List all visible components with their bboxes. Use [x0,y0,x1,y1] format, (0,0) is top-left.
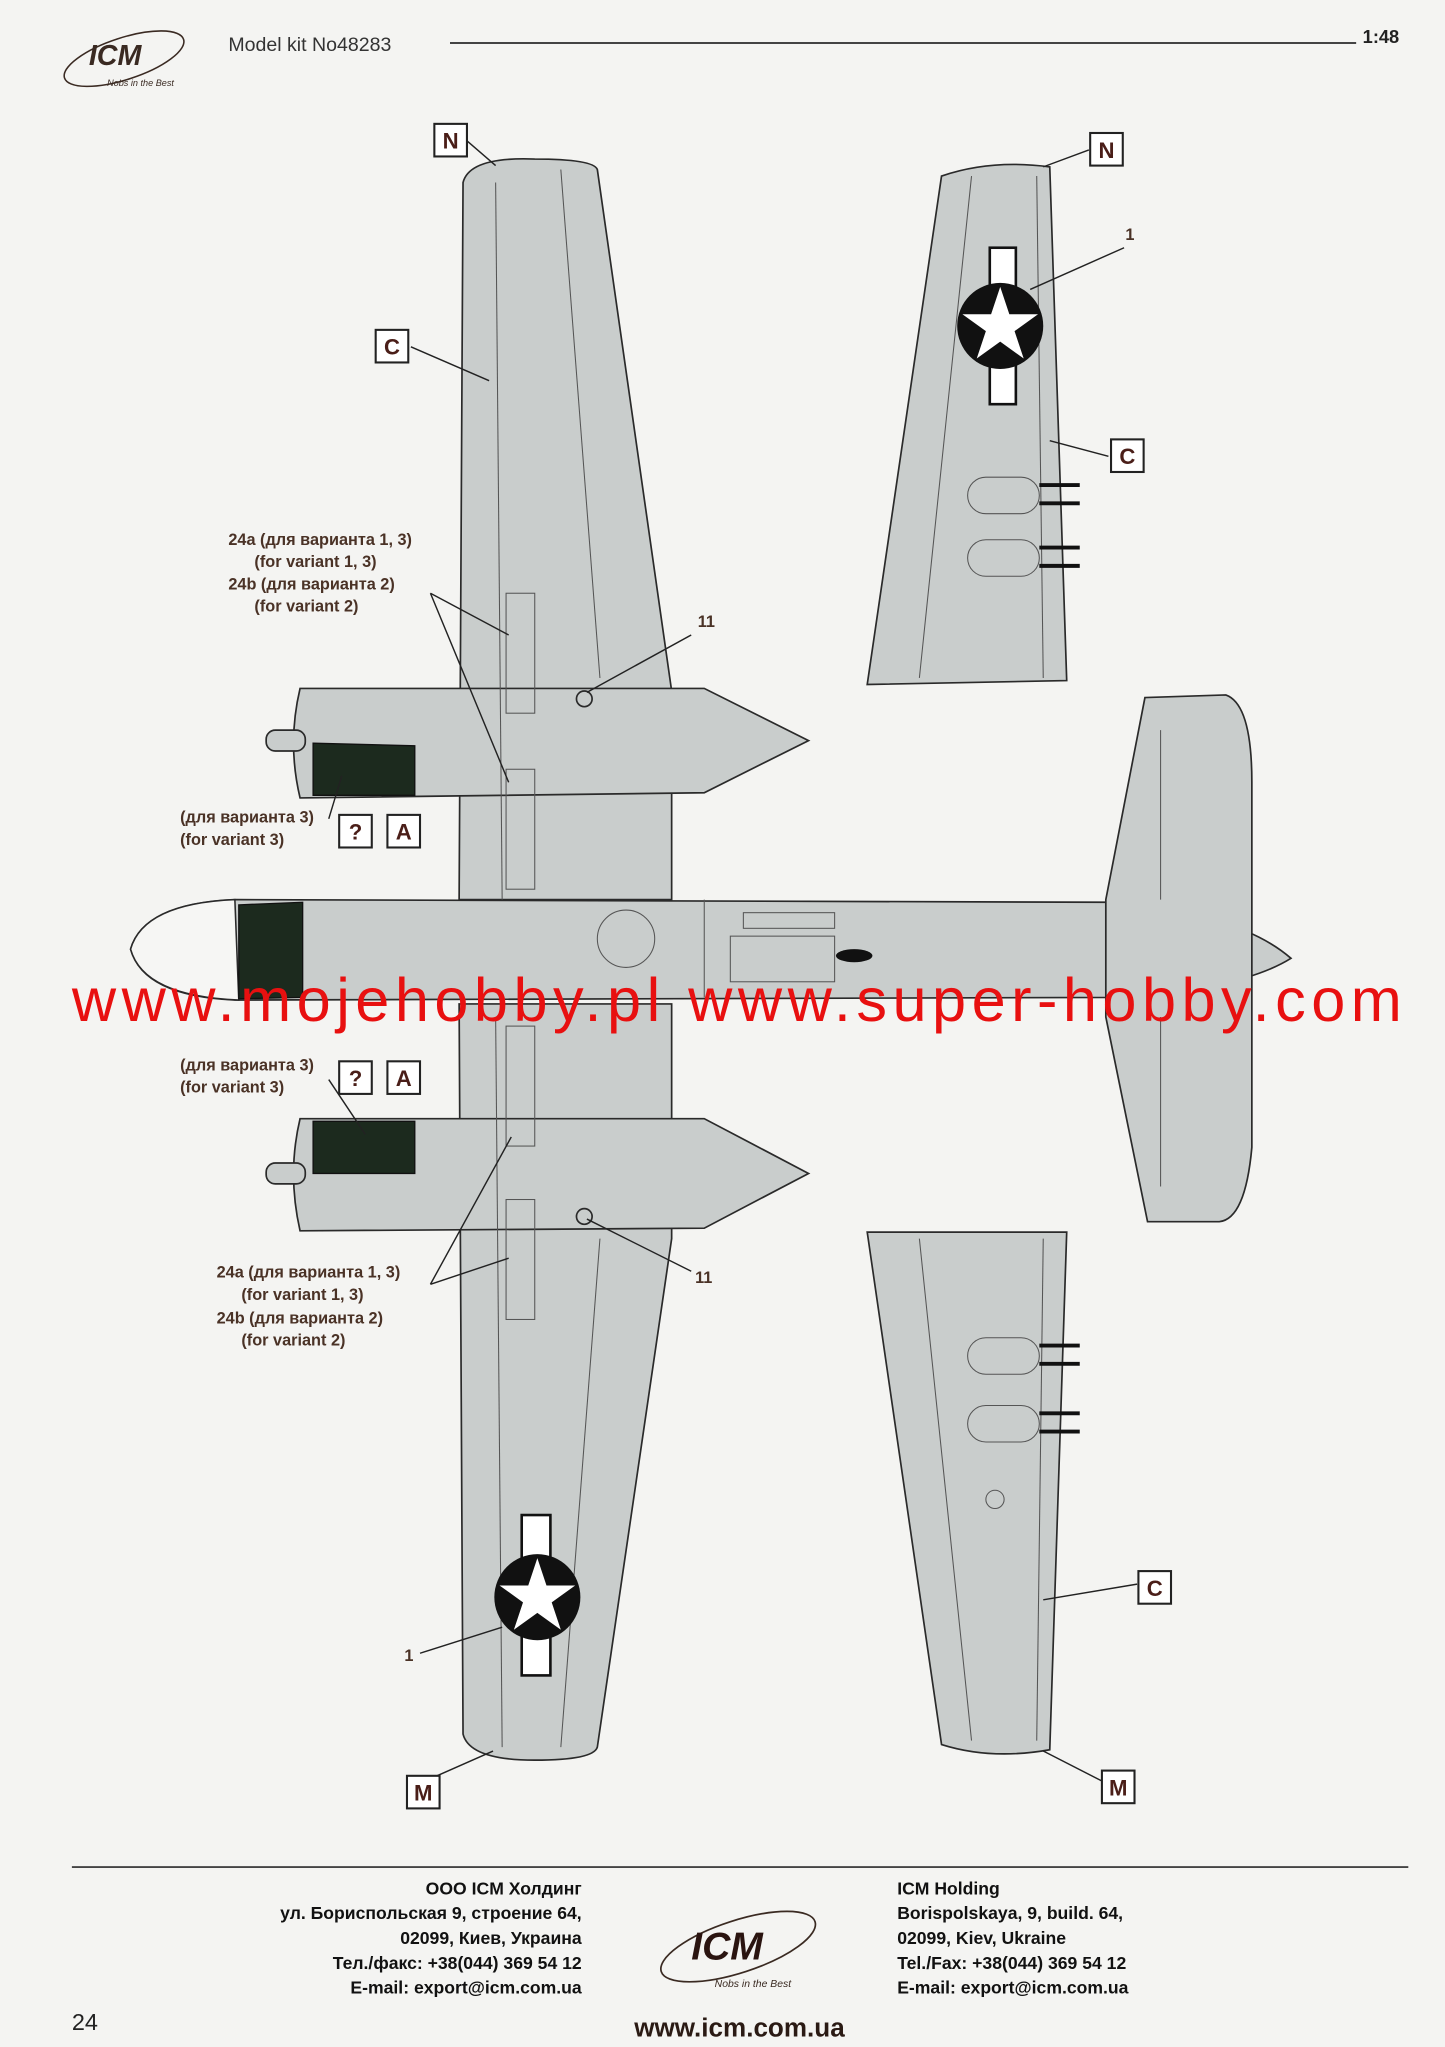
horizontal-tail [1104,694,1253,1223]
svg-text:A: A [396,1066,412,1091]
outer-wing-lower-panel [866,1231,1080,1755]
footer-address-ru: ООО ICM Холдинг ул. Бориспольская 9, стр… [280,1878,582,1997]
decal-24-note-top: 24a (для варианта 1, 3) (for variant 1, … [228,531,412,615]
leader-lines [328,140,1138,1782]
svg-text:(for variant 1, 3): (for variant 1, 3) [254,553,376,571]
outer-wing-upper-panel [866,163,1080,686]
svg-text:24b (для варианта 2): 24b (для варианта 2) [228,575,394,593]
star-roundel-upper [957,246,1044,406]
upper-spinner [265,729,307,752]
svg-text:ул. Бориспольская 9, строение: ул. Бориспольская 9, строение 64, [280,1903,582,1923]
svg-text:A: A [396,820,412,845]
svg-text:C: C [1147,1576,1163,1601]
svg-text:E-mail: export@icm.com.ua: E-mail: export@icm.com.ua [897,1978,1128,1998]
svg-text:ICM Holding: ICM Holding [897,1878,1000,1898]
svg-text:Nobs in the Best: Nobs in the Best [107,78,174,88]
svg-text:?: ? [349,820,363,845]
svg-text:ООО ICM Холдинг: ООО ICM Холдинг [426,1878,582,1898]
svg-text:Borispolskaya, 9, build. 64,: Borispolskaya, 9, build. 64, [897,1903,1123,1923]
decal-11-label-bottom: 11 [695,1269,712,1287]
decal-24-note-bottom: 24a (для варианта 1, 3) (for variant 1, … [217,1264,401,1350]
svg-text:M: M [1109,1775,1127,1800]
lower-cowl-panel [312,1120,416,1175]
svg-text:(for variant 1, 3): (for variant 1, 3) [241,1286,363,1304]
lower-nacelle [292,1117,811,1232]
svg-text:M: M [414,1781,432,1806]
callout-N-left: N [433,122,468,158]
upper-nacelle [292,687,811,799]
svg-text:(для варианта 3): (для варианта 3) [180,809,314,827]
callout-N-right: N [1089,131,1124,167]
svg-text:E-mail: export@icm.com.ua: E-mail: export@icm.com.ua [350,1978,581,1998]
callout-C-left: C [374,328,410,364]
upper-cowl-panel [312,742,416,796]
lower-spinner [265,1162,307,1185]
svg-text:02099, Kiev, Ukraine: 02099, Kiev, Ukraine [897,1928,1066,1948]
svg-text:(для варианта 3): (для варианта 3) [180,1056,314,1074]
svg-text:02099, Киев, Украина: 02099, Киев, Украина [400,1928,582,1948]
decal-11-label-top: 11 [698,613,715,631]
svg-text:ICM: ICM [89,40,143,72]
svg-text:N: N [443,129,459,154]
svg-text:C: C [384,335,400,360]
icm-logo-footer: ICM Nobs in the Best [659,1910,817,1990]
lower-wing [458,1003,673,1762]
model-kit-number: Model kit No48283 [228,34,391,56]
svg-text:24b (для варианта 2): 24b (для варианта 2) [217,1309,383,1327]
aircraft-underside-view [129,157,1293,1762]
svg-text:Nobs in the Best: Nobs in the Best [715,1979,793,1990]
nose-cone [129,898,240,1001]
panel-lines [495,169,1162,1748]
svg-text:(for variant 3): (for variant 3) [180,831,284,849]
decal-11-marker-top [575,690,593,708]
icm-logo-header: ICM Nobs in the Best [63,30,185,88]
svg-text:(for variant 2): (for variant 2) [254,597,358,615]
callout-unknown-top: ? [338,813,373,849]
svg-text:(for variant 3): (for variant 3) [180,1079,284,1097]
svg-text:N: N [1098,138,1114,163]
decal-1-label-bottom: 1 [404,1647,413,1665]
svg-text:?: ? [349,1066,363,1091]
callout-A-top: A [386,813,422,849]
callout-M-left: M [405,1774,441,1810]
svg-text:24a (для варианта 1, 3): 24a (для варианта 1, 3) [217,1264,401,1282]
svg-text:C: C [1119,444,1135,469]
variant-3-note-bottom: (для варианта 3) (for variant 3) [180,1056,314,1096]
variant-3-note-top: (для варианта 3) (for variant 3) [180,809,314,849]
decal-1-label-top: 1 [1125,226,1134,244]
decal-11-marker-bottom [575,1207,593,1226]
callout-unknown-bottom: ? [338,1060,373,1095]
callout-M-right: M [1100,1769,1136,1805]
callout-A-bottom: A [386,1060,422,1095]
callout-C-lower-right: C [1137,1570,1173,1605]
fuselage-antenna [835,949,873,963]
website-link[interactable]: www.icm.com.ua [633,2013,845,2043]
callout-C-upper-right: C [1109,438,1145,474]
canopy-panel [238,901,304,1000]
svg-text:Tel./Fax: +38(044) 369 54 12: Tel./Fax: +38(044) 369 54 12 [897,1953,1126,1973]
svg-text:ICM: ICM [691,1926,764,1969]
svg-text:24a (для варианта 1, 3): 24a (для варианта 1, 3) [228,531,412,549]
star-roundel-lower [494,1513,581,1677]
svg-text:Тел./факс: +38(044) 369 54 12: Тел./факс: +38(044) 369 54 12 [333,1953,582,1973]
page-number: 24 [72,2009,98,2035]
footer-address-en: ICM Holding Borispolskaya, 9, build. 64,… [897,1878,1128,1997]
scale-label: 1:48 [1363,26,1400,47]
svg-text:(for variant 2): (for variant 2) [241,1332,345,1350]
